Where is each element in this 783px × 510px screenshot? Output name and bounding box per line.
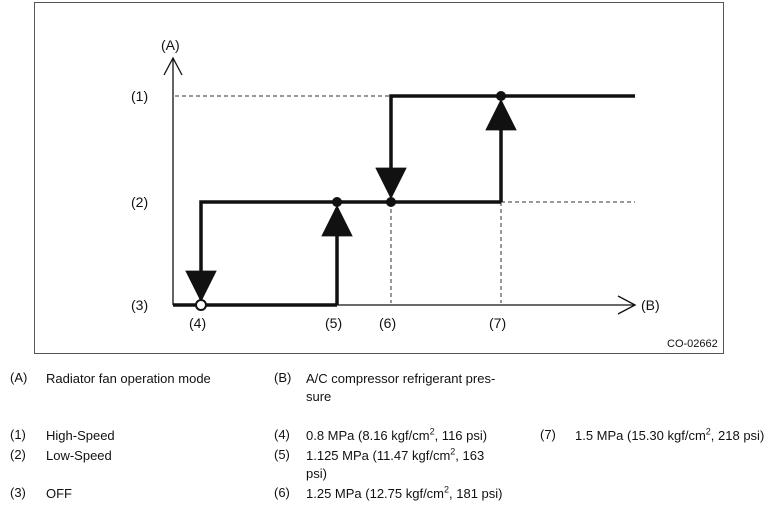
legend-key-4: (4) <box>274 427 290 442</box>
legend-text-a: Radiator fan operation mode <box>46 371 211 386</box>
legend-key-2: (2) <box>10 447 26 462</box>
legend-text-b-line1: A/C compressor refrigerant pres- <box>306 371 496 386</box>
x-axis-label: (B) <box>641 297 660 313</box>
mode-path <box>173 94 635 307</box>
legend-text-4-sup: 2 <box>429 426 435 437</box>
legend-text-4: 0.8 MPa (8.16 kgf/cm2, 116 psi) <box>306 427 487 445</box>
fan-mode-diagram: (A) (B) (1) (2) (3) (4) (5) (6) (7) CO-0… <box>34 2 724 354</box>
diagram-canvas: (A) (B) (1) (2) (3) (4) (5) (6) (7) CO-0… <box>131 37 718 350</box>
legend-text-5-sup: 2 <box>450 446 456 457</box>
legend-key-5: (5) <box>274 447 290 462</box>
legend-text-7-sup: 2 <box>705 426 711 437</box>
figure-code: CO-02662 <box>667 338 718 350</box>
legend-text-4-main: 0.8 MPa (8.16 kgf/cm <box>306 428 430 443</box>
legend-key-7: (7) <box>540 427 556 442</box>
legend-text-5-main: 1.125 MPa (11.47 kgf/cm <box>306 448 451 463</box>
level-label-high: (1) <box>131 88 148 104</box>
drop-to-off <box>185 200 391 303</box>
pressure-label-p7: (7) <box>489 315 506 331</box>
legend-text-6-sup: 2 <box>444 484 450 495</box>
y-axis-arrowhead <box>163 56 183 76</box>
legend-text-5-tail: , 163 <box>455 448 485 463</box>
legend-key-3: (3) <box>10 485 26 500</box>
drop-to-low <box>375 94 635 200</box>
point-p5 <box>332 197 342 207</box>
legend-key-b: (B) <box>274 370 292 385</box>
legend-text-6-tail: , 181 psi) <box>449 486 503 501</box>
point-p6 <box>386 197 396 207</box>
pressure-label-p6: (6) <box>379 315 396 331</box>
dashed-guides <box>175 95 635 303</box>
legend-text-5: 1.125 MPa (11.47 kgf/cm2, 163 <box>306 447 484 465</box>
legend-key-6: (6) <box>274 485 290 500</box>
point-p7 <box>496 91 506 101</box>
legend-key-1: (1) <box>10 427 26 442</box>
legend-text-6-main: 1.25 MPa (12.75 kgf/cm <box>306 486 445 501</box>
x-axis-arrowhead <box>617 295 637 315</box>
level-label-off: (3) <box>131 297 148 313</box>
legend-key-a: (A) <box>10 370 28 385</box>
legend-text-5-line2: psi) <box>306 466 327 481</box>
point-p4 <box>195 299 207 311</box>
legend-text-3: OFF <box>46 486 72 501</box>
pressure-label-p4: (4) <box>189 315 206 331</box>
pressure-label-p5: (5) <box>325 315 342 331</box>
legend-text-7: 1.5 MPa (15.30 kgf/cm2, 218 psi) <box>575 427 764 445</box>
legend-text-7-main: 1.5 MPa (15.30 kgf/cm <box>575 428 706 443</box>
y-axis-label: (A) <box>161 37 180 53</box>
legend-text-4-tail: , 116 psi) <box>434 428 488 443</box>
legend-text-b-line2: sure <box>306 389 332 404</box>
level-label-low: (2) <box>131 194 148 210</box>
legend-text-1: High-Speed <box>46 428 115 443</box>
legend-text-6: 1.25 MPa (12.75 kgf/cm2, 181 psi) <box>306 485 503 503</box>
legend-text-7-tail: , 218 psi) <box>710 428 765 443</box>
legend-text-2: Low-Speed <box>46 448 112 463</box>
